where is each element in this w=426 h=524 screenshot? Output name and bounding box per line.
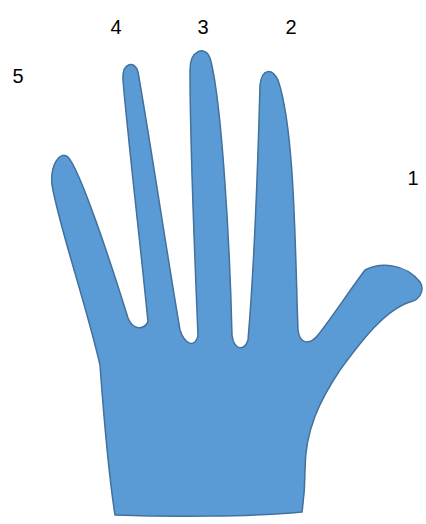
- callout-number: 1: [407, 168, 418, 188]
- callout-number: 5: [12, 66, 23, 86]
- callout-number: 4: [110, 17, 121, 37]
- callout-number: 2: [285, 17, 296, 37]
- hand-outline: [52, 51, 422, 516]
- callout-number: 3: [197, 17, 208, 37]
